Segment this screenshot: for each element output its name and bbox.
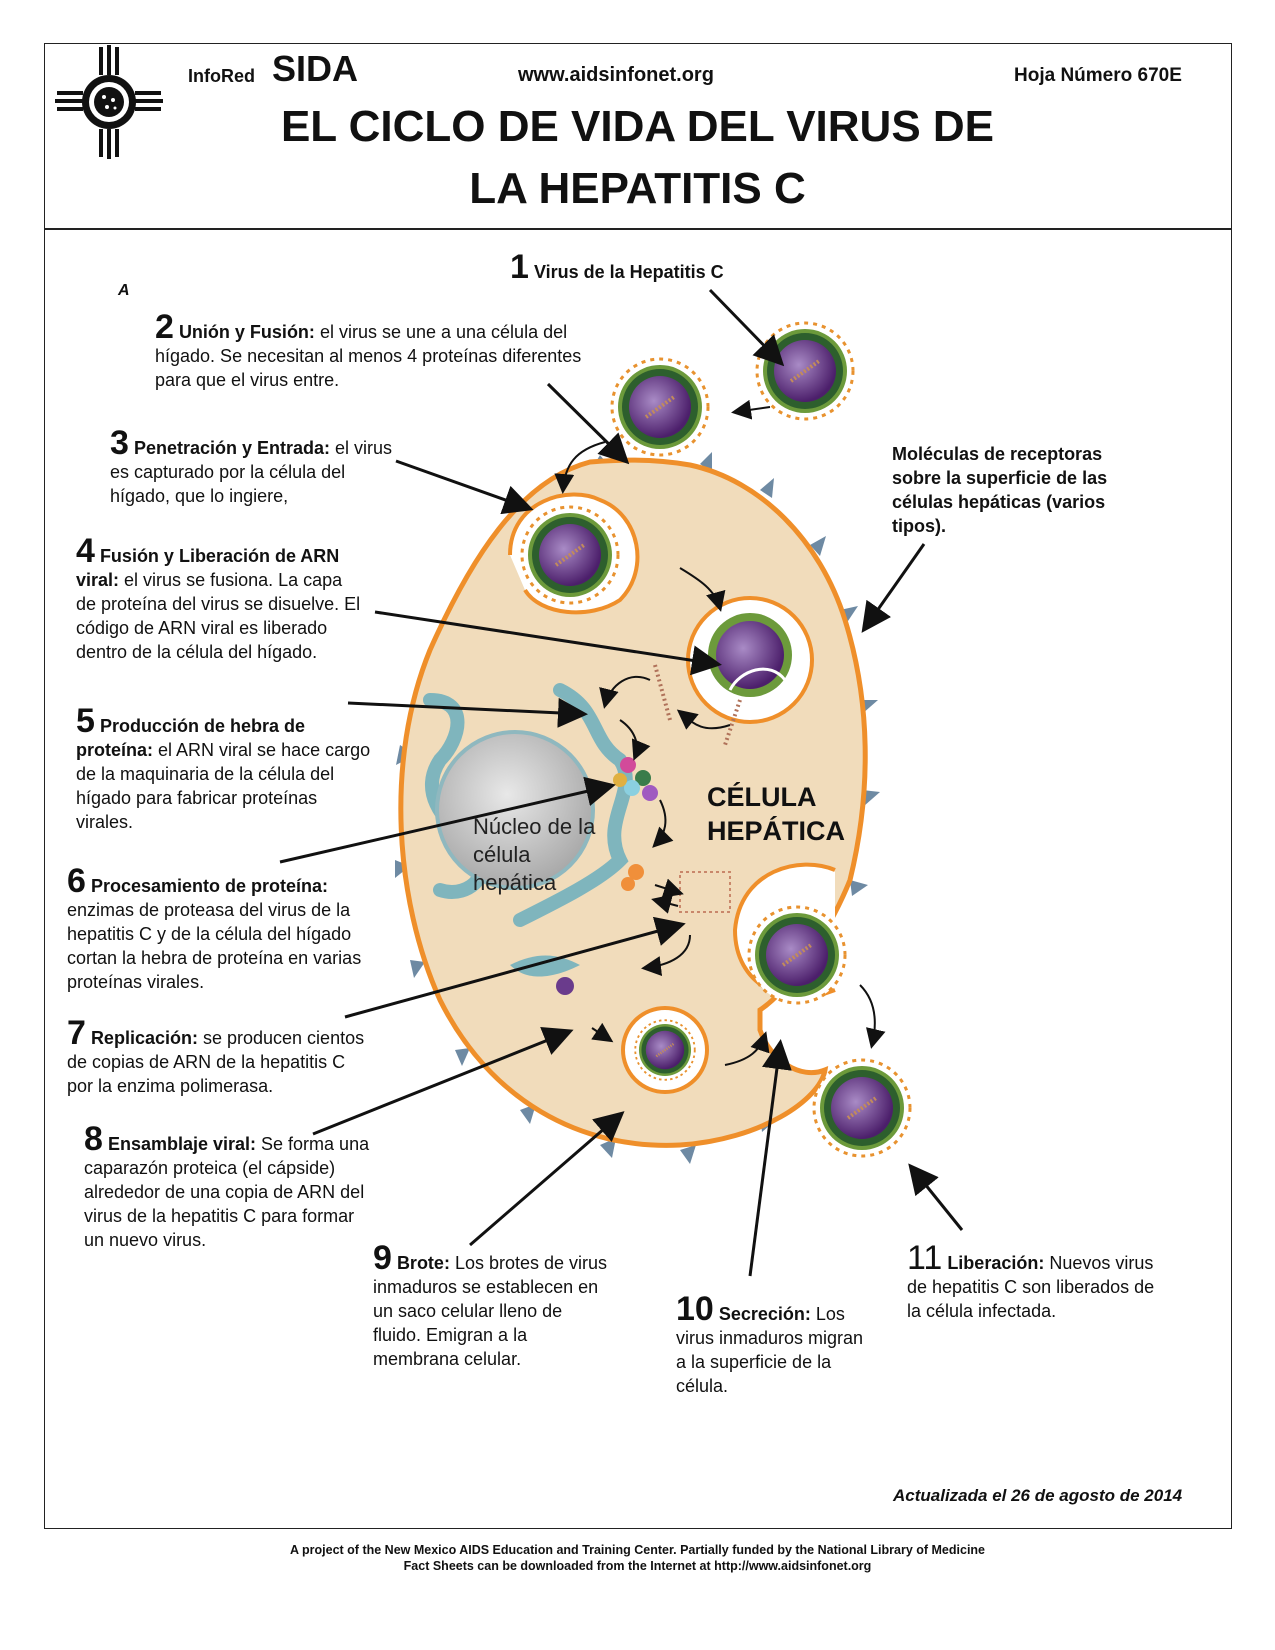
endocytosis-vesicle [508, 492, 640, 615]
step-number: 1 [510, 248, 529, 286]
step-6: 6 Procesamiento de proteína: enzimas de … [67, 864, 377, 994]
step-text: Nuevos virus de hepatitis C son liberado… [907, 1253, 1155, 1321]
step-11: 11 Liberación: Nuevos virus de hepatitis… [907, 1241, 1167, 1323]
header-divider [44, 228, 1232, 230]
brand-prefix: InfoRed [188, 66, 255, 86]
step-text: se producen cientos de copias de ARN de … [67, 1028, 365, 1096]
step-text: el ARN viral se hace cargo de la maquina… [76, 740, 371, 832]
fusion-vesicle [686, 596, 814, 724]
nucleus-label-line1: Núcleo de la [473, 814, 596, 839]
updated-date: Actualizada el 26 de agosto de 2014 [893, 1486, 1183, 1505]
step-text: el virus es capturado por la célula del … [110, 438, 393, 506]
cell-label-line2: HEPÁTICA [707, 815, 845, 846]
step-heading: Fusión y Liberación de ARN viral: [76, 546, 340, 590]
step-number: 9 [373, 1239, 392, 1277]
step-4: 4 Fusión y Liberación de ARN viral: el v… [76, 534, 366, 664]
page-title-line2: LA HEPATITIS C [469, 164, 806, 213]
cell-label-line1: CÉLULA [707, 781, 817, 812]
step-8: 8 Ensamblaje viral: Se forma una caparaz… [84, 1122, 374, 1252]
step-heading: Unión y Fusión: [178, 322, 315, 342]
nucleus-label-line3: hepática [473, 870, 557, 895]
step-number: 7 [67, 1014, 86, 1052]
step-heading: Brote: [396, 1253, 450, 1273]
step-heading: Ensamblaje viral: [107, 1134, 257, 1154]
step-text: el virus se fusiona. La capa de proteína… [76, 570, 361, 662]
step-number: 2 [155, 308, 174, 346]
step-heading: Replicación: [90, 1028, 198, 1048]
step-number: 11 [907, 1239, 943, 1277]
viral-proteins [613, 757, 658, 891]
step-number: 10 [676, 1290, 714, 1328]
step-number: 4 [76, 532, 95, 570]
step-number: 3 [110, 424, 129, 462]
corner-letter: A [118, 282, 130, 299]
step-number: 8 [84, 1120, 103, 1158]
nucleus-label-line2: célula [473, 842, 531, 867]
receptor-label: Moléculas de receptoras sobre la superfi… [892, 444, 1108, 536]
step-text: Los virus inmaduros migran a la superfic… [676, 1304, 864, 1396]
footer-line1: A project of the New Mexico AIDS Educati… [289, 1543, 985, 1557]
step-text: enzimas de proteasa del virus de la hepa… [67, 900, 362, 992]
website-url[interactable]: www.aidsinfonet.org [518, 64, 714, 86]
page-frame [44, 43, 1232, 1529]
nucleus-region [423, 683, 633, 995]
step-3: 3 Penetración y Entrada: el virus es cap… [110, 426, 410, 508]
step-9: 9 Brote: Los brotes de virus inmaduros s… [373, 1241, 608, 1371]
step-5: 5 Producción de hebra de proteína: el AR… [76, 704, 376, 834]
brand-name: SIDA [272, 48, 359, 89]
page-title-line1: EL CICLO DE VIDA DEL VIRUS DE [280, 102, 995, 151]
step-heading: Procesamiento de proteína: [90, 876, 328, 896]
step-text: Los brotes de virus inmaduros se estable… [373, 1253, 608, 1369]
step-1: 1 Virus de la Hepatitis C [510, 250, 790, 284]
step-text: el virus se une a una célula del hígado.… [155, 322, 582, 390]
step-heading: Penetración y Entrada: [133, 438, 330, 458]
step-heading: Producción de hebra de proteína: [76, 716, 305, 760]
step-text: Se forma una caparazón proteica (el cáps… [84, 1134, 370, 1250]
step-number: 6 [67, 862, 86, 900]
step-7: 7 Replicación: se producen cientos de co… [67, 1016, 367, 1098]
step-2: 2 Unión y Fusión: el virus se une a una … [155, 310, 595, 392]
footer-line2: Fact Sheets can be downloaded from the I… [403, 1559, 872, 1573]
budding-vesicle [621, 1006, 709, 1094]
step-heading: Secreción: [718, 1304, 811, 1324]
step-10: 10 Secreción: Los virus inmaduros migran… [676, 1292, 876, 1398]
zia-sun-logo [55, 45, 163, 159]
step-number: 5 [76, 702, 95, 740]
sheet-number: Hoja Número 670E [1014, 65, 1182, 86]
step-heading: Liberación: [947, 1253, 1045, 1273]
step-heading: Virus de la Hepatitis C [533, 262, 724, 282]
